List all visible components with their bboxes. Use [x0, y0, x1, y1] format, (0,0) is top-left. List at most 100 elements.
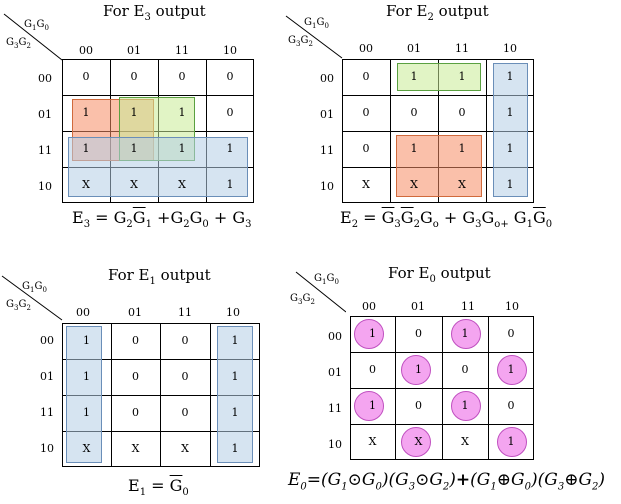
- kmap-cell: 0: [132, 334, 139, 347]
- kmap-cell: X: [410, 178, 418, 191]
- column-header: 10: [503, 42, 517, 55]
- kmap-cell: 1: [178, 106, 186, 119]
- group-orange: [396, 135, 482, 197]
- group-circle: [401, 355, 431, 385]
- group-circle: [497, 355, 527, 385]
- group-blue: [217, 326, 253, 463]
- group-blue: [68, 137, 248, 197]
- kmap-cell: 1: [410, 70, 418, 83]
- kmap-cell: 1: [130, 106, 138, 119]
- kmap-cell: 0: [132, 406, 139, 419]
- kmap-cell: 0: [132, 370, 139, 383]
- kmap-cell: 1: [226, 142, 234, 155]
- column-header: 11: [178, 306, 192, 319]
- column-header: 00: [76, 306, 90, 319]
- row-header: 01: [328, 366, 342, 379]
- kmap-cell: 1: [415, 363, 422, 376]
- kmap-cell: X: [131, 442, 140, 455]
- kmap-cell: 0: [415, 327, 422, 340]
- group-blue: [66, 326, 102, 463]
- group-circle: [354, 319, 384, 349]
- row-header: 10: [320, 180, 334, 193]
- kmap-cell: 1: [83, 334, 90, 347]
- kmap-cell: 0: [507, 327, 515, 340]
- kmap-cell: 1: [231, 370, 239, 383]
- group-green: [397, 63, 481, 91]
- corner-diagonal: [295, 271, 346, 313]
- kmap-cell: X: [362, 178, 370, 191]
- kmap-cell: 0: [458, 106, 466, 119]
- row-header: 11: [328, 402, 342, 415]
- kmap-cell: X: [461, 435, 469, 448]
- group-circle: [401, 427, 431, 457]
- column-header: 01: [128, 306, 142, 319]
- kmap-cell: 0: [461, 363, 469, 376]
- row-header: 10: [40, 442, 54, 455]
- column-header: 10: [223, 44, 237, 57]
- row-header: 11: [320, 144, 334, 157]
- kmap-e1: For E1 output G1G0 G3G2 00 01 11 10 00 0…: [0, 262, 300, 504]
- column-header: 01: [407, 42, 421, 55]
- kmap-cell: 1: [410, 142, 418, 155]
- row-header: 00: [320, 72, 334, 85]
- kmap-cell: 0: [410, 106, 418, 119]
- row-header: 11: [40, 406, 54, 419]
- kmap-cell: X: [414, 435, 423, 448]
- row-header: 01: [320, 108, 334, 121]
- kmap-cell: X: [368, 435, 377, 448]
- kmap-cell: 1: [83, 406, 90, 419]
- kmap-cell: 0: [181, 334, 189, 347]
- kmap-cell: 1: [130, 142, 138, 155]
- group-circle: [451, 319, 481, 349]
- corner-diagonal: [3, 13, 63, 61]
- kmap-cell: X: [82, 178, 90, 191]
- kmap-cell: 1: [226, 178, 234, 191]
- kmap-cell: 1: [506, 70, 514, 83]
- group-blue: [493, 63, 528, 197]
- kmap-cell: X: [178, 178, 186, 191]
- kmap-cell: 0: [369, 363, 376, 376]
- kmap-cell: 1: [231, 442, 239, 455]
- kmap-e3: For E3 output G1G0 G3G2 00 01 11 10 00 0…: [0, 0, 300, 250]
- kmap-cell: 0: [415, 399, 422, 412]
- corner-diagonal: [1, 275, 63, 321]
- kmap-cell: 1: [458, 142, 466, 155]
- kmap-cell: 1: [82, 142, 90, 155]
- kmap-cell: 1: [506, 106, 514, 119]
- kmap-cell: 1: [83, 370, 90, 383]
- kmap-cell: 1: [461, 399, 469, 412]
- kmap-cell: X: [458, 178, 466, 191]
- kmap-title: For E3 output: [103, 2, 206, 23]
- kmap-cell: X: [130, 178, 138, 191]
- kmap-cell: 1: [461, 327, 469, 340]
- row-header: 00: [38, 72, 52, 85]
- row-header: 00: [328, 330, 342, 343]
- row-header: 10: [328, 438, 342, 451]
- kmap-cell: 1: [369, 327, 376, 340]
- kmap-cell: 0: [362, 142, 370, 155]
- group-circle: [497, 427, 527, 457]
- kmap-cell: 0: [226, 70, 234, 83]
- kmap-cell: 1: [506, 178, 514, 191]
- kmap-cell: 0: [178, 70, 186, 83]
- kmap-title: For E0 output: [388, 264, 491, 285]
- corner-diagonal: [285, 15, 343, 59]
- kmap-cell: X: [82, 442, 91, 455]
- row-header: 10: [38, 180, 52, 193]
- row-header: 01: [38, 108, 52, 121]
- kmap-cell: 1: [507, 363, 515, 376]
- kmap-cell: 1: [82, 106, 90, 119]
- kmap-cell: 1: [178, 142, 186, 155]
- kmap-cell: 0: [82, 70, 90, 83]
- kmap-cell: 0: [226, 106, 234, 119]
- equation-e2: E2 = G3G2Go + G3Go+ G1G0: [340, 208, 553, 231]
- kmap-cell: 1: [369, 399, 376, 412]
- kmap-cell: 0: [362, 106, 370, 119]
- group-circle: [451, 391, 481, 421]
- kmap-cell: 1: [231, 334, 239, 347]
- column-header: 10: [505, 300, 519, 313]
- kmap-cell: 0: [181, 370, 189, 383]
- column-header: 00: [359, 42, 373, 55]
- row-header: 01: [40, 370, 54, 383]
- equation-e3: E3 = G2G1 +G2G0 + G3: [72, 208, 252, 231]
